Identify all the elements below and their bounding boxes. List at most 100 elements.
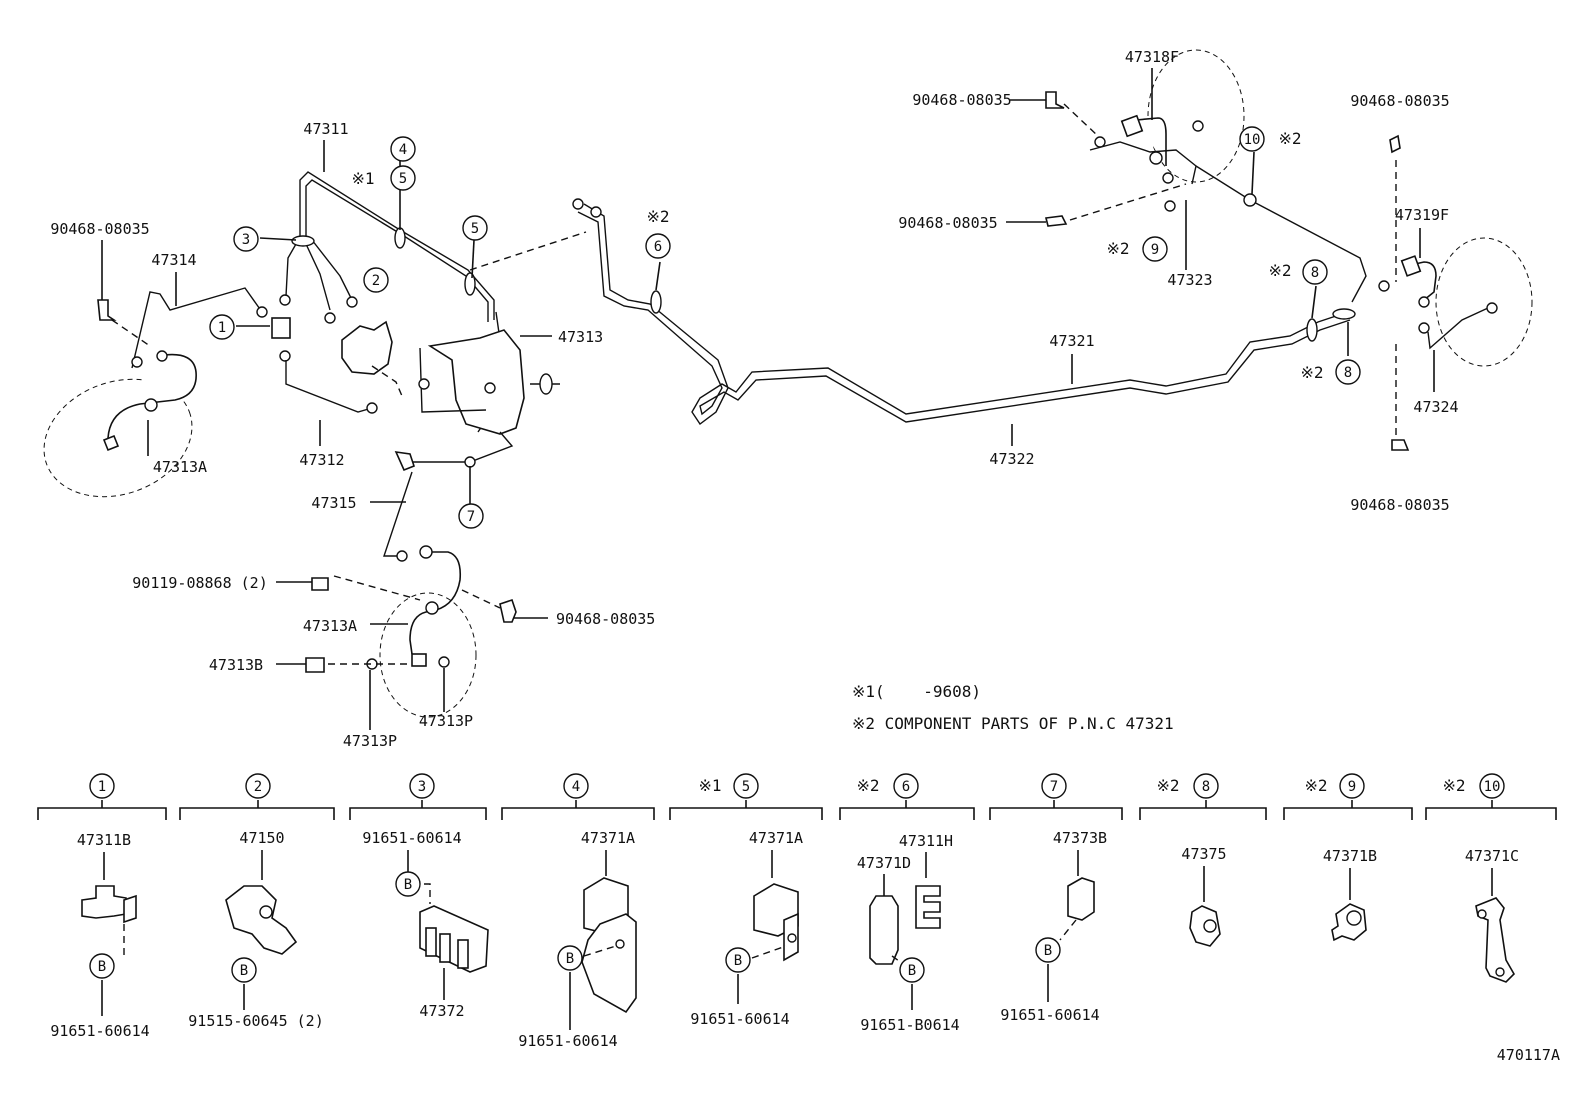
svg-text:B: B: [98, 959, 106, 975]
part-47311H: 47311H: [899, 832, 953, 850]
part-91651-B0614: 91651-B0614: [860, 1016, 959, 1034]
front-left-assembly: [43, 140, 587, 730]
section-4: 4 47371A B 91651-60614: [501, 773, 655, 1050]
ref-7-marker: 7: [458, 503, 484, 529]
svg-text:2: 2: [254, 779, 262, 795]
ref-10-marker: 10 ※2: [1239, 126, 1302, 152]
svg-text:B: B: [734, 953, 742, 969]
ref-3-marker: 3: [233, 226, 259, 252]
part-47375: 47375: [1181, 845, 1226, 863]
rear-tube-assembly: [572, 151, 1367, 446]
callout-90468-left: 90468-08035: [50, 220, 149, 238]
svg-text:10: 10: [1484, 779, 1501, 795]
svg-text:5: 5: [471, 221, 479, 237]
svg-text:※2: ※2: [1304, 776, 1327, 795]
callout-47313A-left: 47313A: [153, 458, 207, 476]
svg-text:※2: ※2: [1300, 363, 1323, 382]
svg-text:※2: ※2: [646, 207, 669, 226]
svg-text:1: 1: [98, 779, 106, 795]
part-47372: 47372: [419, 1002, 464, 1020]
svg-text:7: 7: [467, 509, 475, 525]
svg-text:9: 9: [1348, 779, 1356, 795]
callout-90468-tr2: 90468-08035: [898, 214, 997, 232]
callout-47312: 47312: [299, 451, 344, 469]
section-3: 3 91651-60614 B 47372: [349, 773, 489, 1020]
svg-text:※2: ※2: [1442, 776, 1465, 795]
rear-right-assembly: [1006, 49, 1533, 451]
ref-4-marker: 4: [390, 136, 416, 162]
svg-text:※2: ※2: [1156, 776, 1179, 795]
part-91651-60614-s4: 91651-60614: [518, 1032, 617, 1050]
callout-47311: 47311: [303, 120, 348, 138]
note-2: ※2 COMPONENT PARTS OF P.N.C 47321: [852, 714, 1174, 733]
callout-90468-mid: 90468-08035: [556, 610, 655, 628]
section-1: 1 47311B B 91651-60614: [37, 773, 167, 1040]
callout-47313-top: 47313: [558, 328, 603, 346]
ref-1-marker: 1: [209, 314, 235, 340]
svg-text:4: 4: [399, 142, 407, 158]
ref-6-marker: ※2 6: [645, 207, 671, 259]
section-2: 2 47150 B 91515-60645 (2): [179, 773, 335, 1030]
svg-text:8: 8: [1344, 365, 1352, 381]
ref-8b-marker: ※2 8: [1300, 359, 1361, 385]
part-47371B: 47371B: [1323, 847, 1377, 865]
section-8: ※2 8 47375: [1139, 773, 1267, 947]
svg-text:B: B: [404, 877, 412, 893]
drawing-id: 470117A: [1497, 1046, 1560, 1064]
svg-text:3: 3: [242, 232, 250, 248]
callout-labels: 47311 47314 90468-08035 47313 47312 4731…: [50, 48, 1458, 750]
part-47371C: 47371C: [1465, 847, 1519, 865]
part-47150: 47150: [239, 829, 284, 847]
callout-47313P-a: 47313P: [419, 712, 473, 730]
callout-47323: 47323: [1167, 271, 1212, 289]
part-47371D: 47371D: [857, 854, 911, 872]
notes: ※1( -9608) ※2 COMPONENT PARTS OF P.N.C 4…: [852, 682, 1174, 733]
svg-text:7: 7: [1050, 779, 1058, 795]
svg-text:8: 8: [1202, 779, 1210, 795]
svg-text:1: 1: [218, 320, 226, 336]
section-7: 7 47373B B 91651-60614: [989, 773, 1123, 1024]
svg-text:※1: ※1: [351, 169, 374, 188]
callout-47322: 47322: [989, 450, 1034, 468]
callout-47313P-b: 47313P: [343, 732, 397, 750]
callout-90119: 90119-08868 (2): [132, 574, 267, 592]
callout-47321: 47321: [1049, 332, 1094, 350]
callout-90468-r1: 90468-08035: [1350, 92, 1449, 110]
part-91651-60614-s3: 91651-60614: [362, 829, 461, 847]
callout-47314: 47314: [151, 251, 196, 269]
callout-90468-r2: 90468-08035: [1350, 496, 1449, 514]
svg-text:5: 5: [399, 171, 407, 187]
svg-text:B: B: [908, 963, 916, 979]
ref-5b-marker: 5: [462, 215, 488, 241]
svg-text:4: 4: [572, 779, 580, 795]
svg-text:※1: ※1: [698, 776, 721, 795]
section-5: ※1 5 47371A B 91651-60614: [669, 773, 823, 1028]
svg-text:9: 9: [1151, 242, 1159, 258]
svg-text:B: B: [240, 963, 248, 979]
callout-47319F: 47319F: [1395, 206, 1449, 224]
svg-text:6: 6: [654, 239, 662, 255]
section-10: ※2 10 47371C: [1425, 773, 1557, 983]
svg-text:B: B: [566, 951, 574, 967]
parts-sections: 1 47311B B 91651-60614 2 47150 B: [37, 773, 1557, 1050]
ref-2-marker: 2: [363, 267, 389, 293]
svg-text:5: 5: [742, 779, 750, 795]
part-91651-60614-s7: 91651-60614: [1000, 1006, 1099, 1024]
part-47371A-s4: 47371A: [581, 829, 635, 847]
callout-90468-tr1: 90468-08035: [912, 91, 1011, 109]
svg-text:8: 8: [1311, 265, 1319, 281]
callout-47315: 47315: [311, 494, 356, 512]
svg-text:※2: ※2: [1106, 239, 1129, 258]
svg-text:6: 6: [902, 779, 910, 795]
section-9: ※2 9 47371B: [1283, 773, 1413, 942]
svg-text:※2: ※2: [1278, 129, 1301, 148]
callout-47313A-mid: 47313A: [303, 617, 357, 635]
note-1: ※1( -9608): [852, 682, 981, 701]
ref-9-marker: ※2 9: [1106, 236, 1168, 262]
part-91651-60614-s1: 91651-60614: [50, 1022, 149, 1040]
callout-47313B: 47313B: [209, 656, 263, 674]
svg-text:B: B: [1044, 943, 1052, 959]
part-91651-60614-s5: 91651-60614: [690, 1010, 789, 1028]
svg-text:※2: ※2: [1268, 261, 1291, 280]
